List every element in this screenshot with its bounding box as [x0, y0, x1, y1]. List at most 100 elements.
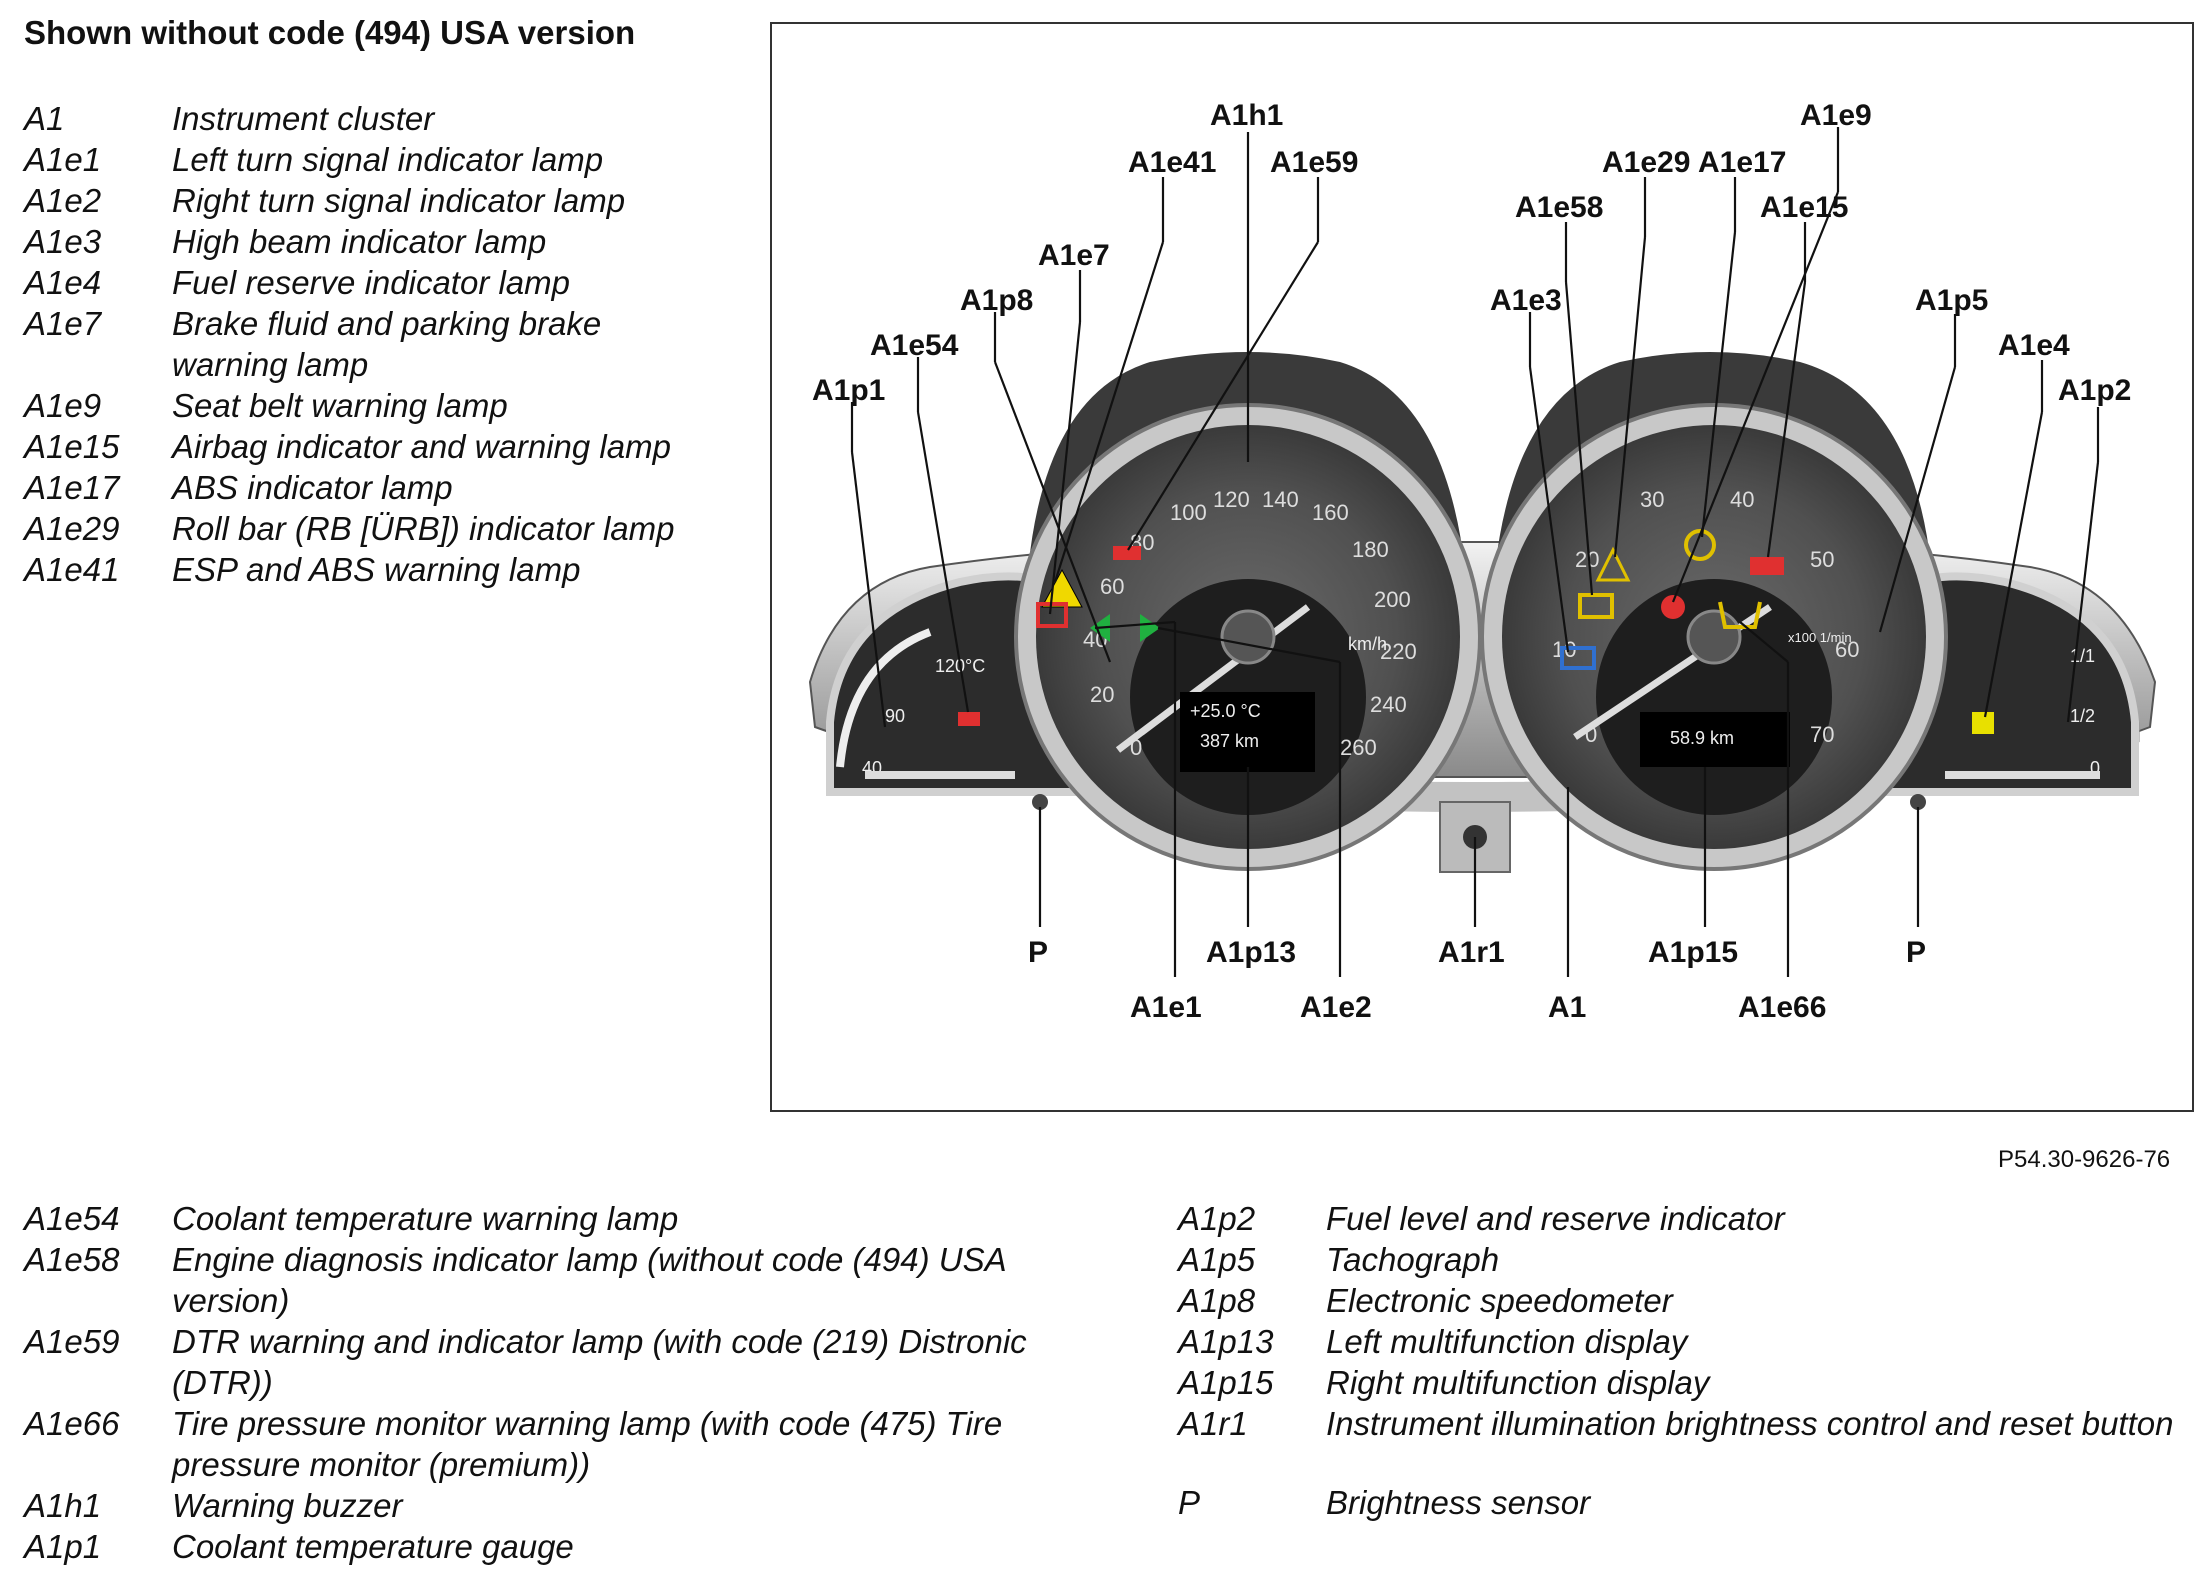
left-display-temp: +25.0 °C — [1190, 701, 1261, 721]
tacho-unit: x100 1/min — [1788, 630, 1852, 645]
legend-desc: Roll bar (RB [ÜRB]) indicator lamp — [172, 510, 675, 547]
diagram-frame — [770, 22, 2194, 1112]
legend-desc: Seat belt warning lamp — [172, 387, 508, 424]
legend-code: A1e54 — [24, 1200, 120, 1237]
left-display-range: 387 km — [1200, 731, 1259, 751]
brightness-sensor-left — [1032, 794, 1048, 810]
speedo-needle — [1115, 604, 1311, 753]
legend-row: A1e17 ABS indicator lamp — [24, 467, 704, 508]
callout-A1e17: A1e17 — [1698, 146, 1786, 179]
callout-A1e3: A1e3 — [1490, 284, 1562, 317]
speedo-tick-140: 140 — [1262, 487, 1299, 512]
legend-row: P Brightness sensor — [1178, 1482, 2188, 1523]
legend-code: A1e1 — [24, 141, 102, 178]
legend-row: A1 Instrument cluster — [24, 98, 704, 139]
leader-lines — [850, 127, 2100, 977]
coolant-tick-90: 90 — [885, 706, 905, 726]
callout-A1e7: A1e7 — [1038, 239, 1110, 272]
callout-A1e1: A1e1 — [1130, 991, 1202, 1024]
legend-code: A1p1 — [24, 1528, 102, 1565]
coolant-warning-lamp — [958, 712, 980, 726]
speedo-tick-240: 240 — [1370, 692, 1407, 717]
callout-A1p1: A1p1 — [812, 374, 885, 407]
callout-A1e15: A1e15 — [1760, 191, 1848, 224]
legend-spacer — [1178, 1444, 2188, 1482]
callout-A1p8: A1p8 — [960, 284, 1033, 317]
callout-A1e66: A1e66 — [1738, 991, 1826, 1024]
legend-desc: ESP and ABS warning lamp — [172, 551, 581, 588]
brightness-sensor-right — [1910, 794, 1926, 810]
callout-A1e9: A1e9 — [1800, 99, 1872, 132]
legend-desc: DTR warning and indicator lamp (with cod… — [172, 1323, 1027, 1401]
legend-code: A1 — [24, 100, 65, 137]
callout-A1e41: A1e41 — [1128, 146, 1216, 179]
seat-belt-lamp — [1661, 595, 1685, 619]
instrument-cluster-diagram: 0 20 40 60 80 100 120 140 160 180 200 22… — [808, 99, 2157, 1024]
callout-A1e29: A1e29 — [1602, 146, 1690, 179]
speedo-unit: km/h — [1348, 634, 1387, 654]
legend-desc: Tire pressure monitor warning lamp (with… — [172, 1405, 1003, 1483]
tacho-tick-70: 70 — [1810, 722, 1834, 747]
legend-row: A1e9 Seat belt warning lamp — [24, 385, 704, 426]
legend-code: A1e15 — [24, 428, 120, 465]
callout-A1p2: A1p2 — [2058, 374, 2131, 407]
speedo-tick-160: 160 — [1312, 500, 1349, 525]
coolant-scale-arc — [836, 628, 932, 768]
tacho-tick-60: 60 — [1835, 637, 1859, 662]
legend-desc: Left multifunction display — [1326, 1323, 1688, 1360]
legend-desc: Instrument cluster — [172, 100, 435, 137]
legend-code: P — [1178, 1484, 1201, 1521]
tacho-tick-20: 20 — [1575, 547, 1599, 572]
speedo-tick-100: 100 — [1170, 500, 1207, 525]
callout-P-right: P — [1906, 936, 1926, 969]
callout-A1r1: A1r1 — [1438, 936, 1505, 969]
left-multifunction-display — [1180, 692, 1315, 772]
speedo-tick-60: 60 — [1100, 574, 1124, 599]
callout-P-left: P — [1028, 936, 1048, 969]
figure-reference: P54.30-9626-76 — [1998, 1146, 2171, 1173]
legend-row: A1r1 Instrument illumination brightness c… — [1178, 1403, 2188, 1444]
right-display-trip: 58.9 km — [1670, 728, 1734, 748]
legend-code: A1e9 — [24, 387, 102, 424]
callout-A1e2: A1e2 — [1300, 991, 1372, 1024]
legend-code: A1p5 — [1178, 1241, 1256, 1278]
legend-row: A1e2 Right turn signal indicator lamp — [24, 180, 704, 221]
legend-code: A1e17 — [24, 469, 120, 506]
legend-desc: Airbag indicator and warning lamp — [172, 428, 671, 465]
speedo-tick-120: 120 — [1213, 487, 1250, 512]
legend-code: A1e2 — [24, 182, 102, 219]
legend-desc: Right turn signal indicator lamp — [172, 182, 626, 219]
legend-code: A1e59 — [24, 1323, 120, 1360]
legend-desc: Coolant temperature warning lamp — [172, 1200, 679, 1237]
tacho-tick-40: 40 — [1730, 487, 1754, 512]
legend-code: A1e66 — [24, 1405, 120, 1442]
legend-desc: Brightness sensor — [1326, 1484, 1591, 1521]
right-multifunction-display — [1640, 712, 1790, 767]
legend-code: A1r1 — [1178, 1405, 1248, 1442]
fuel-reserve-lamp — [1972, 712, 1994, 734]
legend-desc: Fuel level and reserve indicator — [1326, 1200, 1785, 1237]
legend-code: A1e7 — [24, 305, 102, 342]
legend-desc: ABS indicator lamp — [172, 469, 453, 506]
legend-desc: Instrument illumination brightness contr… — [1326, 1405, 2174, 1442]
callout-A1p15: A1p15 — [1648, 936, 1738, 969]
fuel-tick-empty: 0 — [2090, 758, 2100, 778]
tacho-tick-30: 30 — [1640, 487, 1664, 512]
legend-code: A1h1 — [24, 1487, 102, 1524]
legend-desc: High beam indicator lamp — [172, 223, 547, 260]
fuel-tick-half: 1/2 — [2070, 706, 2095, 726]
legend-desc: Brake fluid and parking brake warning la… — [172, 305, 602, 383]
right-turn-signal-lamp — [1140, 614, 1160, 642]
high-beam-lamp — [1560, 646, 1596, 670]
